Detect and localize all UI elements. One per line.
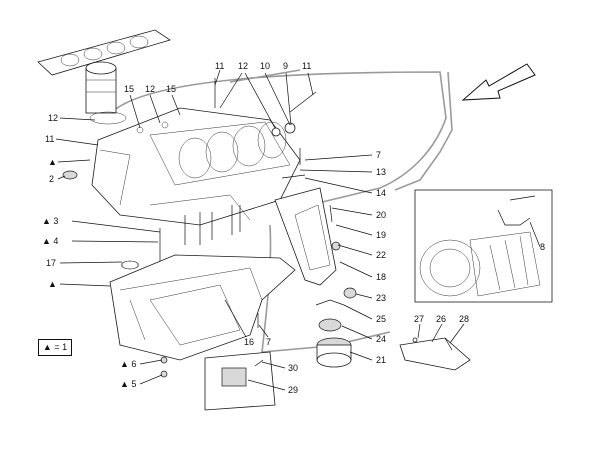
- callout-24: 24: [376, 334, 386, 344]
- engine-mount: [315, 241, 357, 368]
- cylinder-head-studs: [159, 78, 317, 270]
- callout-15: 15: [166, 84, 176, 94]
- callout-7: 7: [376, 150, 381, 160]
- gearbox-mount-bracket: [399, 337, 471, 371]
- callout-9: 9: [283, 61, 288, 71]
- callout-21: 21: [376, 355, 386, 365]
- callout-23: 23: [376, 293, 386, 303]
- callout-3: ▲ 3: [42, 216, 58, 226]
- callout-5: ▲ 5: [120, 379, 136, 389]
- head-gasket: [37, 29, 171, 76]
- callout-30: 30: [288, 363, 298, 373]
- callout-11: 11: [302, 61, 311, 71]
- callout-29: 29: [288, 385, 298, 395]
- callout-20: 20: [376, 210, 386, 220]
- cylinder-liner: [85, 61, 127, 125]
- oil-pump-inset: [204, 351, 276, 411]
- callout-6: ▲ 6: [120, 359, 136, 369]
- callout-10: 10: [260, 61, 270, 71]
- callout-17: 17: [46, 258, 56, 268]
- callout-12: 12: [48, 113, 58, 123]
- callout-27: 27: [414, 314, 424, 324]
- callout-14: 14: [376, 188, 386, 198]
- callout-2: 2: [49, 174, 54, 184]
- callout-18: 18: [376, 272, 386, 282]
- leader-lines: [55, 69, 541, 391]
- reference-outline: [111, 69, 447, 206]
- cylinder-block: [91, 107, 301, 226]
- callout-12: 12: [238, 61, 248, 71]
- callout-triangle: ▲: [48, 157, 57, 167]
- engine-mount-bracket: [274, 187, 337, 286]
- callout-4: ▲ 4: [42, 236, 58, 246]
- callout-28: 28: [459, 314, 469, 324]
- callout-16: 16: [244, 337, 254, 347]
- lower-crankcase: [109, 254, 296, 361]
- direction-arrow-icon: [461, 63, 536, 101]
- callout-15: 15: [124, 84, 134, 94]
- callout-25: 25: [376, 314, 386, 324]
- callout-13: 13: [376, 167, 386, 177]
- gearbox-inset: [414, 189, 553, 303]
- callout-8: 8: [540, 242, 545, 252]
- callout-7: 7: [266, 337, 271, 347]
- callout-triangle: ▲: [48, 279, 57, 289]
- callout-labels: 11 12 10 9 11 15 12 15 12 11 ▲ 2 7 13 14…: [42, 61, 545, 395]
- callout-19: 19: [376, 230, 386, 240]
- legend-box: ▲ = 1: [38, 339, 72, 356]
- callout-11: 11: [45, 134, 54, 144]
- callout-26: 26: [436, 314, 446, 324]
- small-fasteners: [62, 122, 333, 378]
- callout-12: 12: [145, 84, 155, 94]
- callout-22: 22: [376, 250, 386, 260]
- callout-11: 11: [215, 61, 224, 71]
